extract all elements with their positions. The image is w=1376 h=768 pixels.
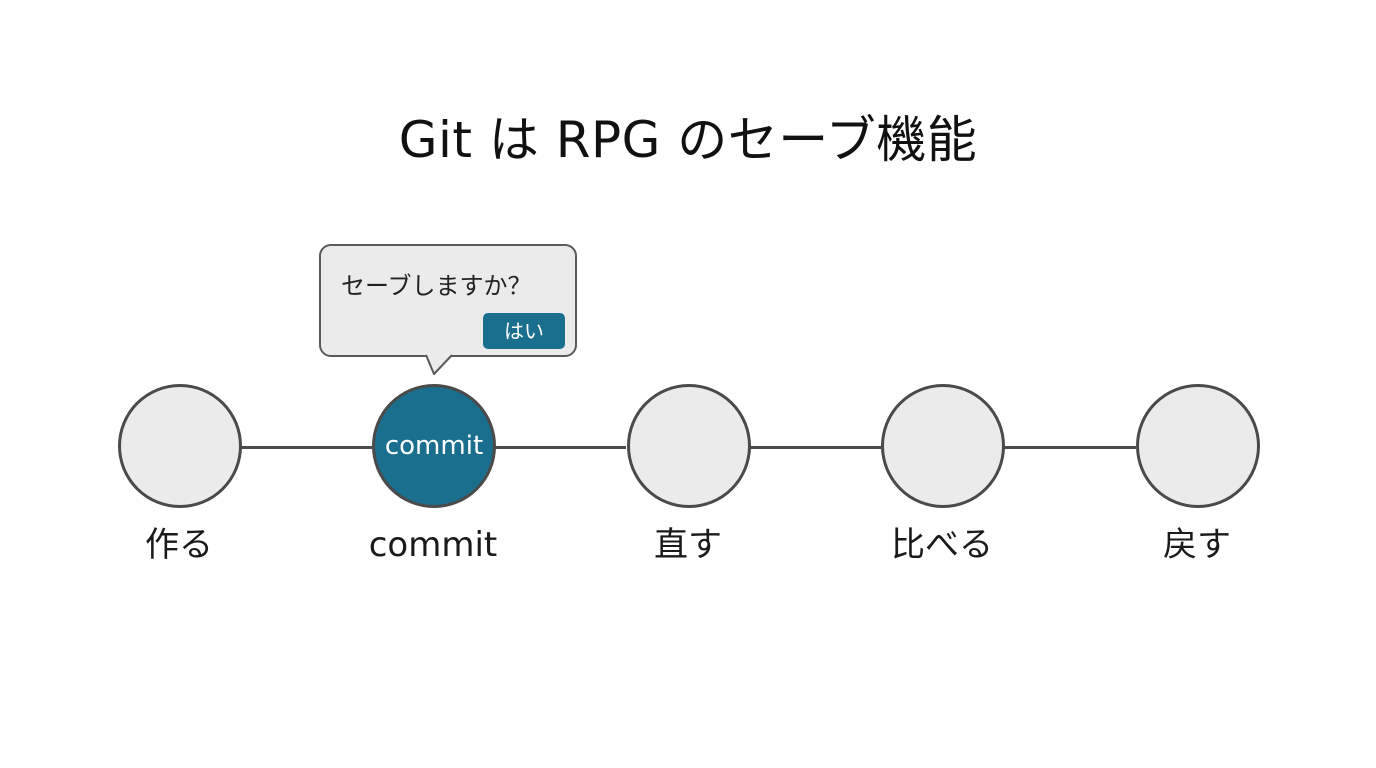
- save-dialog-bubble: セーブしますか？ はい: [319, 244, 577, 357]
- connector-line: [495, 446, 626, 449]
- page-title: Git は RPG のセーブ機能: [398, 111, 978, 169]
- node-label-revert: 戻す: [1163, 525, 1231, 565]
- node-label-compare: 比べる: [891, 525, 993, 565]
- node-commit-text: commit: [384, 431, 484, 461]
- node-revert[interactable]: [1136, 384, 1260, 508]
- connector-line: [241, 446, 372, 449]
- bubble-tail: [426, 354, 453, 375]
- node-create[interactable]: [118, 384, 242, 508]
- connector-line: [1004, 446, 1136, 449]
- yes-button[interactable]: はい: [483, 313, 565, 349]
- node-compare[interactable]: [881, 384, 1005, 508]
- node-label-create: 作る: [145, 525, 213, 565]
- node-label-fix: 直す: [654, 525, 722, 565]
- node-label-commit: commit: [368, 525, 498, 565]
- connector-line: [750, 446, 881, 449]
- node-commit[interactable]: commit: [372, 384, 496, 508]
- save-question-text: セーブしますか？: [341, 272, 532, 300]
- node-fix[interactable]: [627, 384, 751, 508]
